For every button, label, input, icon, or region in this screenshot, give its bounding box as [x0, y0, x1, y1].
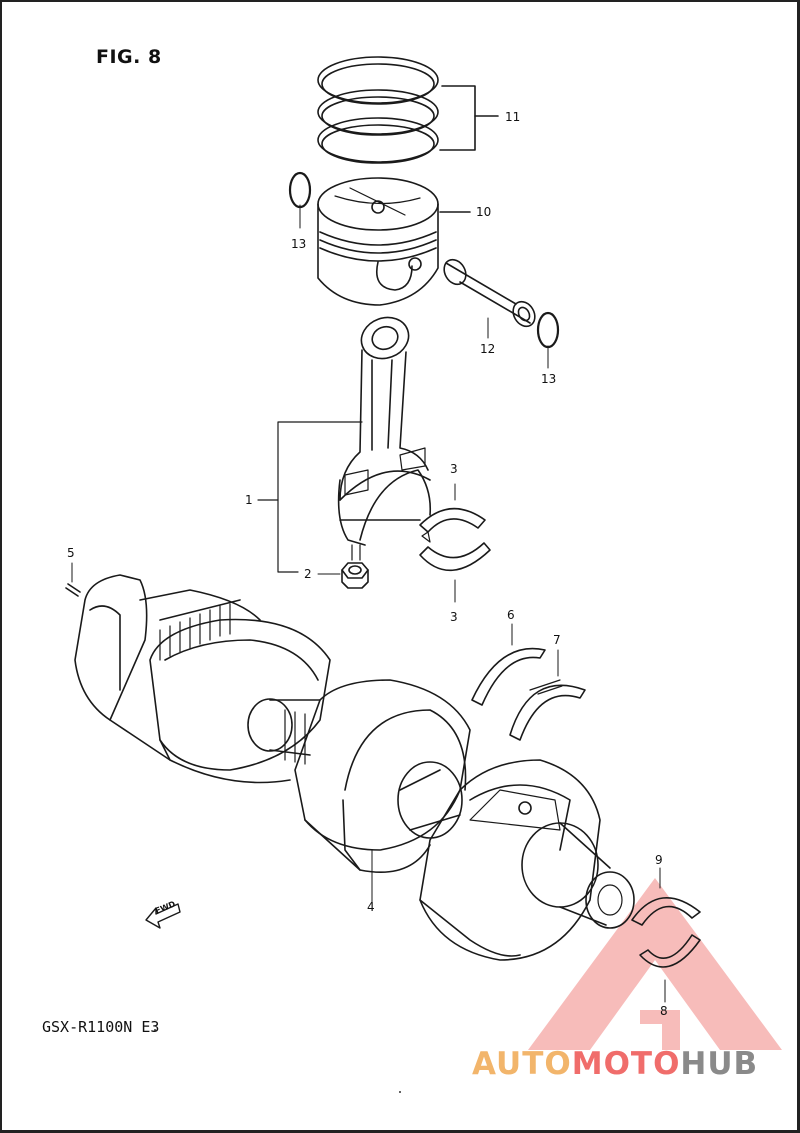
callout-13-right: 13	[541, 372, 557, 386]
circlip-left	[288, 171, 312, 229]
connecting-rod	[257, 316, 432, 573]
watermark-text: AUTOMOTOHUB	[472, 1049, 758, 1080]
conrod-bearing-lower	[419, 542, 491, 603]
callout-1: 1	[245, 493, 253, 507]
crankshaft	[74, 574, 635, 961]
callout-11: 11	[505, 110, 521, 124]
forward-arrow-icon	[145, 903, 181, 929]
page-border-right	[797, 0, 800, 1133]
piston-pin	[443, 258, 536, 339]
figure-title: FIG. 8	[96, 46, 162, 68]
callout-3-upper: 3	[450, 462, 458, 476]
page-border-bottom	[0, 1130, 800, 1133]
callout-12: 12	[480, 342, 496, 356]
callout-10: 10	[476, 205, 492, 219]
thrust-bearing-upper	[631, 867, 701, 926]
piston-rings	[317, 56, 499, 164]
page-border-top	[0, 0, 800, 2]
scan-dot	[154, 1029, 156, 1031]
thrust-bearing-lower	[639, 934, 701, 1003]
callout-9: 9	[655, 853, 663, 867]
main-bearing-lower	[509, 649, 586, 741]
watermark-part-hub: HUB	[680, 1046, 759, 1082]
scan-dot	[399, 1091, 401, 1093]
rod-nut	[317, 562, 369, 589]
callout-13-left: 13	[291, 237, 307, 251]
circlip-right	[536, 311, 560, 369]
callout-8: 8	[660, 1004, 668, 1018]
callout-2: 2	[304, 567, 312, 581]
callout-5: 5	[67, 546, 75, 560]
piston	[317, 177, 471, 306]
dowel-pin	[65, 562, 81, 597]
watermark-part-auto: AUTO	[472, 1046, 572, 1082]
callout-7: 7	[553, 633, 561, 647]
callout-3-lower: 3	[450, 610, 458, 624]
callout-6: 6	[507, 608, 515, 622]
conrod-bearing-upper	[419, 483, 486, 543]
page-border-left	[0, 0, 2, 1133]
main-bearing-upper	[471, 623, 546, 706]
callout-4: 4	[367, 900, 375, 914]
watermark-logo	[528, 878, 782, 1050]
model-code: GSX-R1100N E3	[42, 1018, 160, 1036]
watermark-part-moto: MOTO	[571, 1046, 681, 1082]
